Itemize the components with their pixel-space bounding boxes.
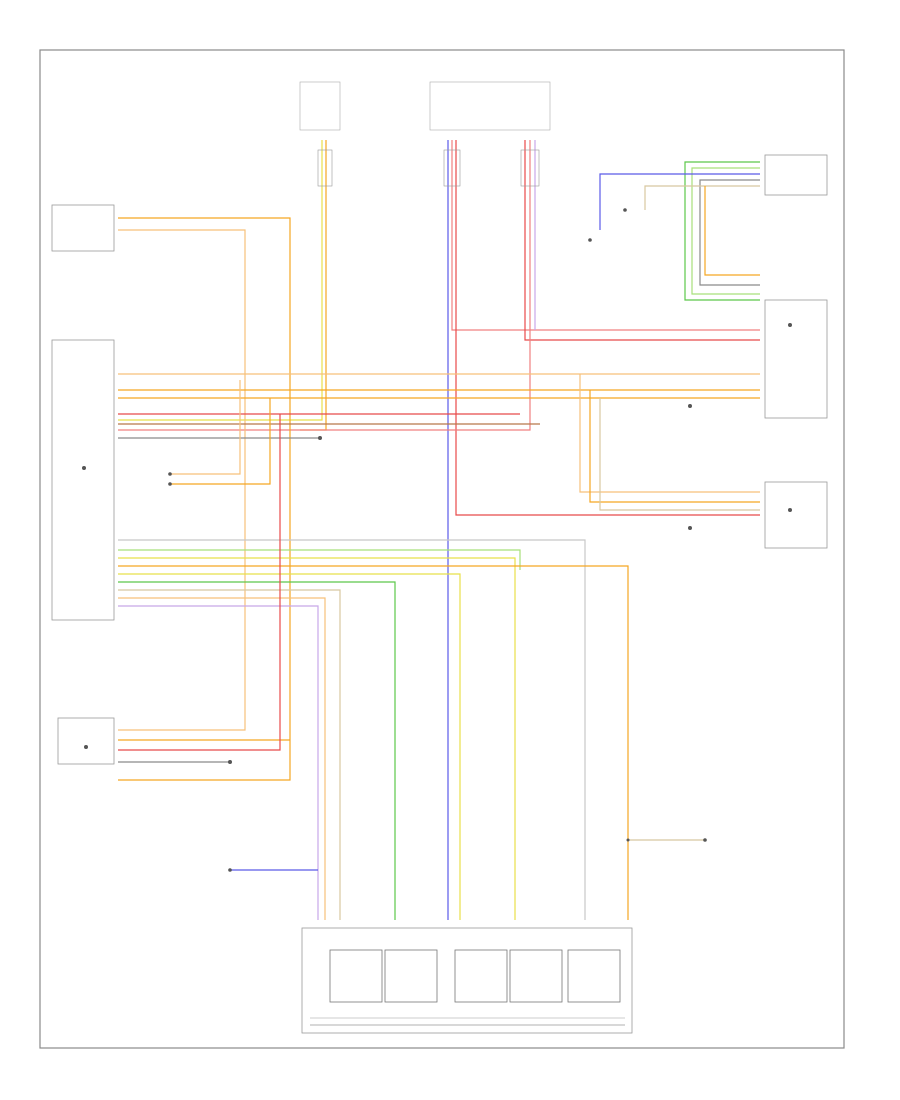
fuse-box-bracket-center bbox=[429, 81, 551, 131]
wire-lightorange-climate-2 bbox=[118, 229, 246, 731]
pin-top-left bbox=[317, 149, 333, 187]
ground-icon-8 bbox=[703, 838, 707, 842]
wire-green-lower bbox=[118, 581, 396, 920]
wire-orange-dash bbox=[704, 186, 760, 276]
left-control-module-connector-icon bbox=[82, 466, 86, 470]
component-center-console-box bbox=[301, 927, 633, 1034]
wires bbox=[118, 140, 760, 920]
wire-lightgreen-lower-2 bbox=[118, 573, 461, 920]
wire-pink-top-right bbox=[118, 140, 531, 431]
solar-sensor-icon bbox=[623, 208, 627, 212]
wire-tan-dash bbox=[644, 185, 760, 210]
wire-tan-lower bbox=[118, 589, 341, 920]
ground-icon-3 bbox=[688, 404, 692, 408]
wire-orange-right-rear-2 bbox=[589, 390, 760, 503]
wire-yellow-lower bbox=[118, 557, 516, 920]
connector-pins bbox=[317, 149, 540, 187]
pin-top-right bbox=[520, 149, 540, 187]
ground-icon-5 bbox=[168, 472, 172, 476]
component-dash-sensor-box bbox=[764, 154, 828, 196]
wire-red-lr bbox=[118, 414, 281, 751]
module-box-1 bbox=[329, 949, 383, 1003]
ground-icon-1 bbox=[318, 436, 322, 440]
pin-top-center bbox=[443, 149, 461, 187]
wire-seat-temp-2 bbox=[170, 398, 271, 485]
component-left-rear-seat-box bbox=[57, 717, 115, 765]
wire-pink-top-center bbox=[451, 140, 760, 331]
right-rear-seat-connector-icon bbox=[788, 508, 792, 512]
ground-symbols bbox=[168, 404, 707, 872]
module-box-5 bbox=[567, 949, 621, 1003]
wire-yellow-top-left bbox=[118, 140, 323, 421]
component-left-control-module-box bbox=[51, 339, 115, 621]
wire-tan-right-rear-3 bbox=[599, 398, 760, 511]
left-rear-seat-connector-icon bbox=[84, 745, 88, 749]
wire-gray-lower-1 bbox=[118, 539, 586, 920]
component-right-rear-seat-box bbox=[764, 481, 828, 549]
interior-temp-sensor-icon bbox=[588, 238, 592, 242]
ground-icon-2 bbox=[228, 760, 232, 764]
component-right-control-module-box bbox=[764, 299, 828, 419]
wire-violet-lower bbox=[118, 605, 319, 920]
diagram-frame bbox=[39, 49, 845, 1049]
module-box-3 bbox=[454, 949, 508, 1003]
right-control-module-connector-icon bbox=[788, 323, 792, 327]
wire-lightgreen-lower bbox=[118, 549, 521, 570]
fuse-box-bracket-left bbox=[299, 81, 341, 131]
wire-red-top-right bbox=[524, 140, 760, 341]
wire-red-top-center bbox=[455, 140, 760, 516]
wire-blue-dash bbox=[599, 173, 760, 230]
wire-gray-dash bbox=[699, 179, 760, 286]
wire-orange-right-rear-1 bbox=[579, 374, 760, 493]
wire-seat-temp-1 bbox=[170, 380, 241, 475]
wire-orange-lower-2 bbox=[118, 597, 326, 920]
ground-icon-9 bbox=[626, 838, 630, 842]
wire-green-dash bbox=[684, 161, 760, 301]
wire-lightgreen-dash bbox=[691, 167, 760, 295]
component-climate-control-box bbox=[51, 204, 115, 252]
ground-icon-7 bbox=[228, 868, 232, 872]
wire-orange-climate-1 bbox=[118, 217, 291, 781]
wire-orange-lower bbox=[118, 565, 629, 920]
module-box-2 bbox=[384, 949, 438, 1003]
module-box-4 bbox=[509, 949, 563, 1003]
ground-icon-4 bbox=[688, 526, 692, 530]
ground-icon-6 bbox=[168, 482, 172, 486]
